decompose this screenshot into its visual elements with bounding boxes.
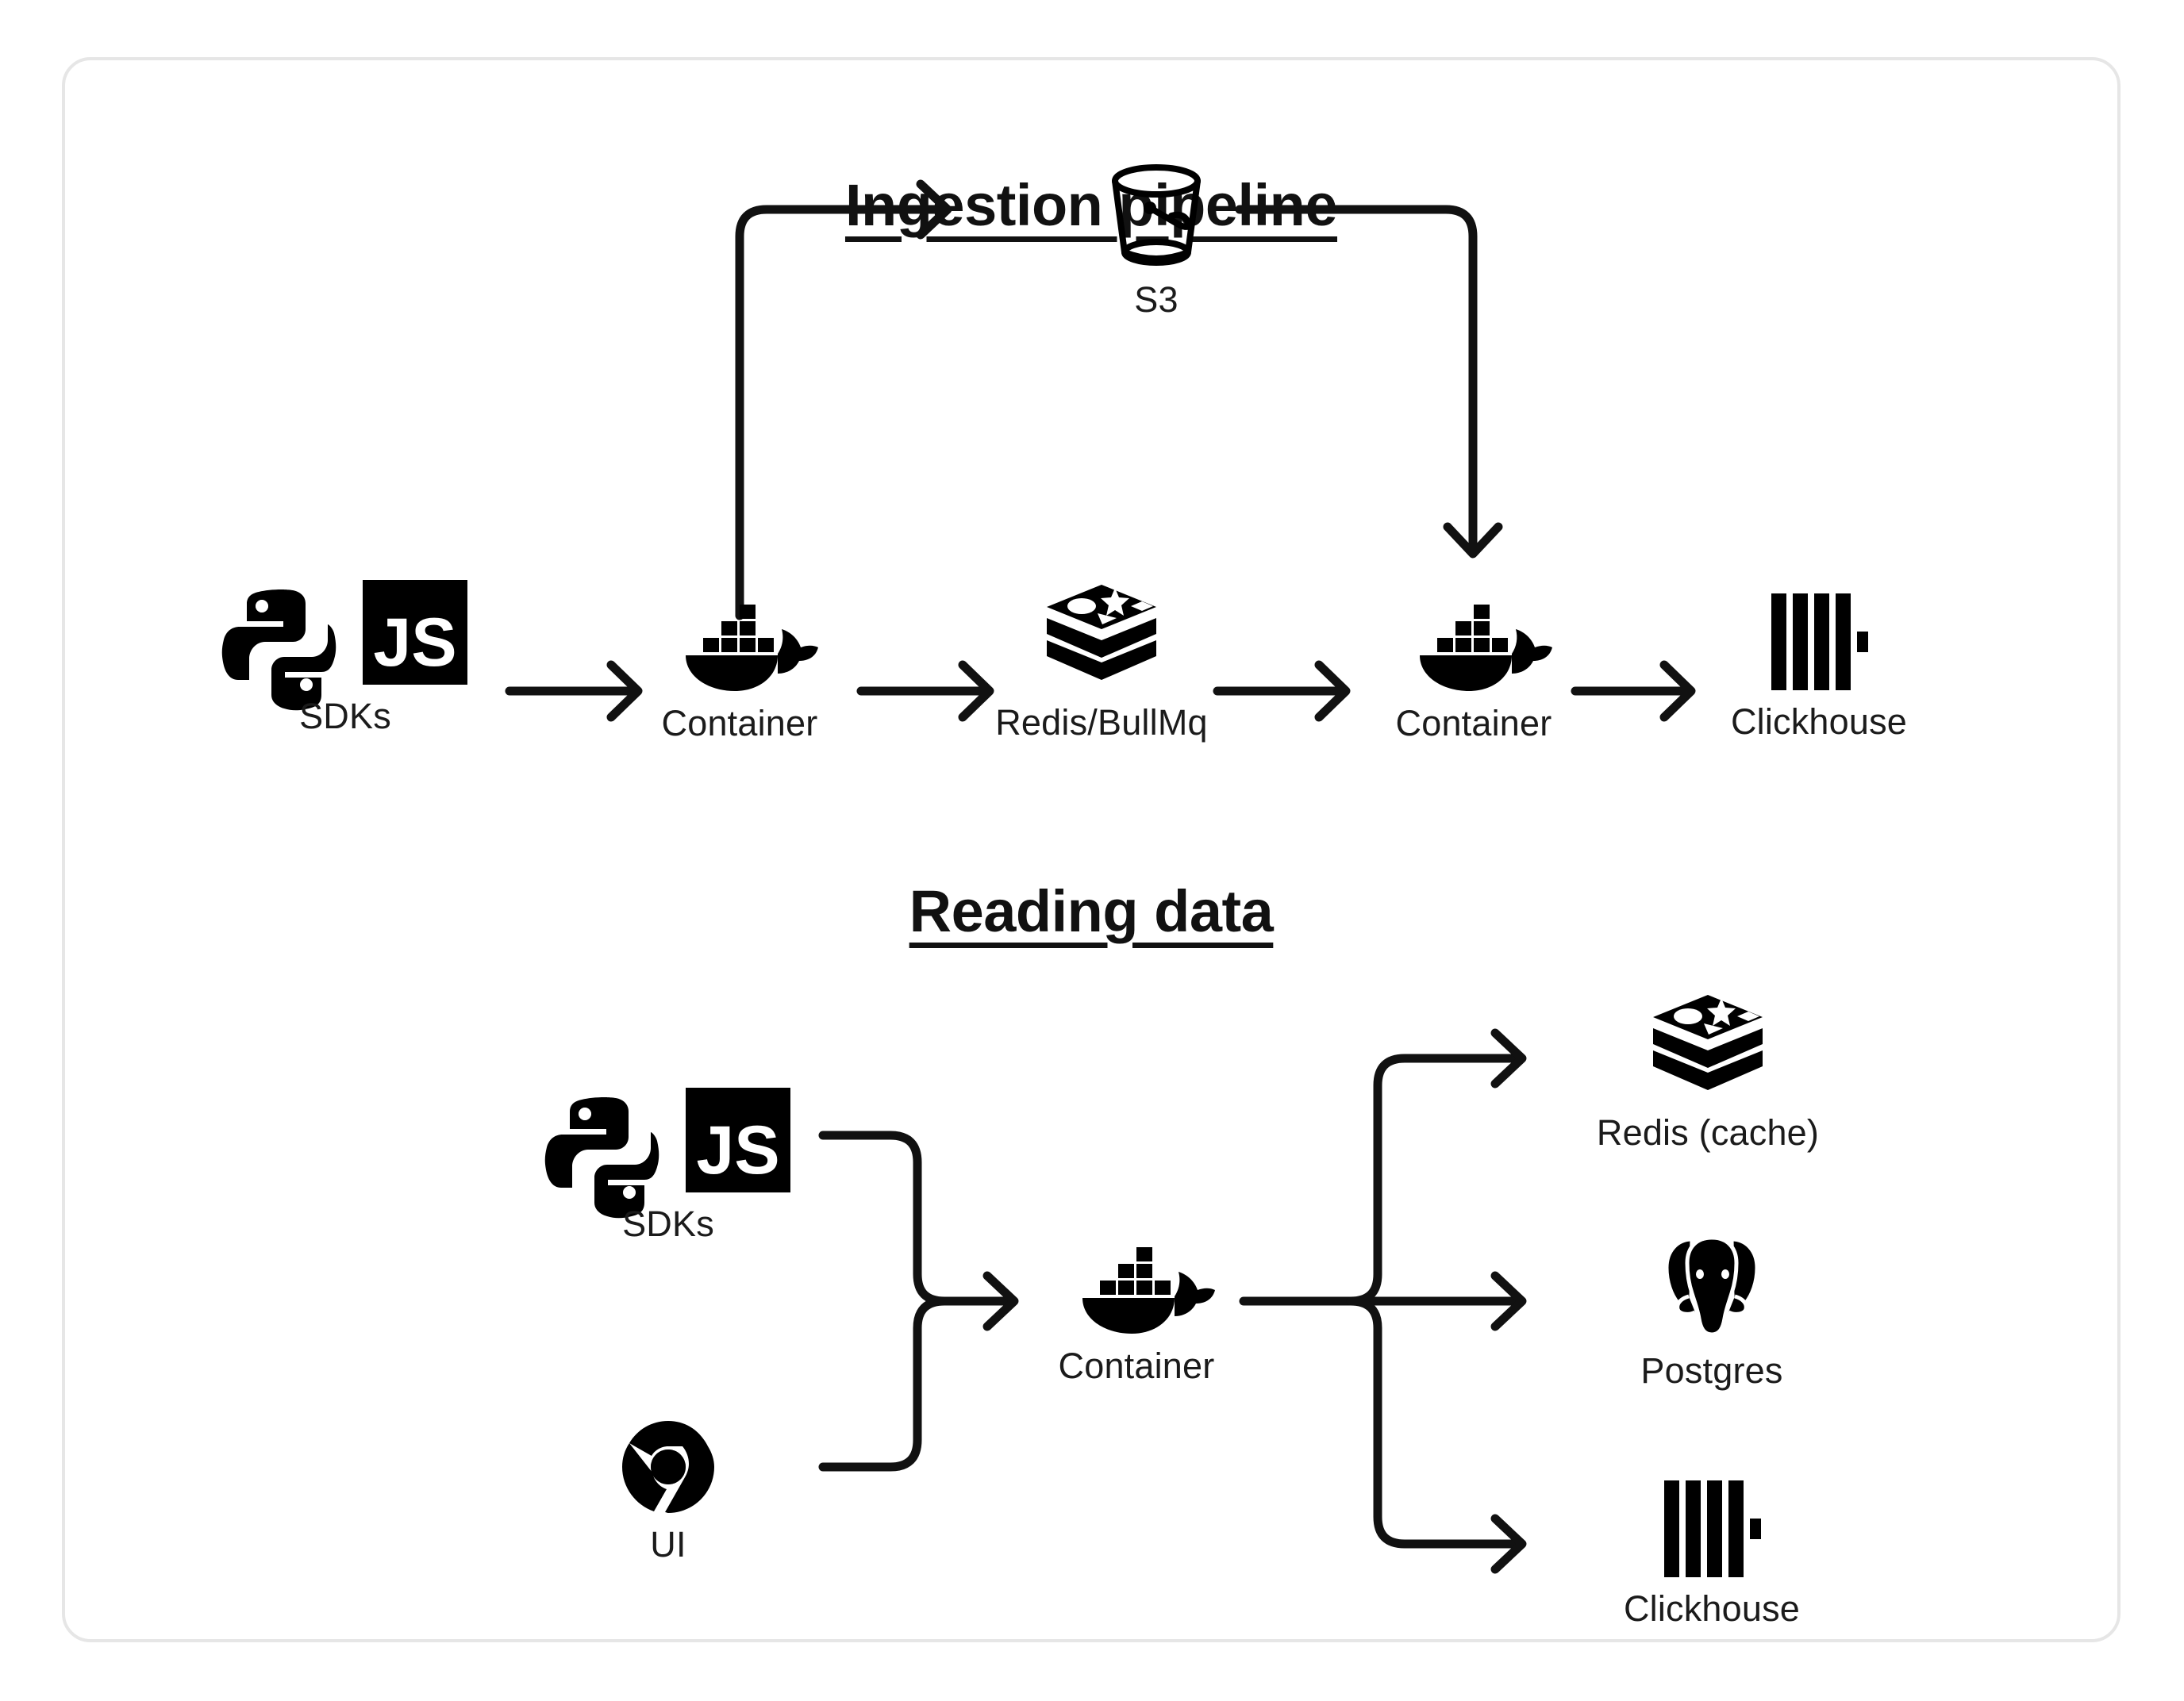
clickhouse-bars-icon <box>1768 593 1870 690</box>
section-title-reading: Reading data <box>909 878 1274 944</box>
node-container-ingest-1[interactable]: Container <box>621 600 859 744</box>
node-label: UI <box>650 1524 686 1565</box>
node-label: Container <box>661 703 818 743</box>
svg-text:JS: JS <box>373 605 456 681</box>
node-container-ingest-2[interactable]: Container <box>1355 600 1593 744</box>
node-label: Clickhouse <box>1623 1588 1801 1629</box>
redis-stack-icon <box>1648 990 1767 1101</box>
node-s3[interactable]: S3 <box>1069 163 1244 321</box>
node-label: Postgres <box>1640 1350 1783 1391</box>
diagram-card: Ingestion pipeline <box>62 57 2121 1642</box>
python-js-sdk-icon: JS <box>221 580 469 711</box>
postgres-elephant-icon <box>1660 1233 1763 1339</box>
node-label: Container <box>1395 703 1552 743</box>
node-label: Container <box>1058 1346 1215 1386</box>
node-container-read[interactable]: Container <box>1017 1242 1255 1387</box>
docker-whale-icon <box>1404 600 1552 692</box>
clickhouse-bars-icon <box>1661 1480 1763 1577</box>
docker-whale-icon <box>1067 1242 1215 1334</box>
node-postgres[interactable]: Postgres <box>1593 1233 1831 1392</box>
node-label: SDKs <box>622 1204 714 1244</box>
svg-text:JS: JS <box>696 1112 779 1188</box>
node-ui[interactable]: UI <box>589 1421 748 1565</box>
node-label: SDKs <box>299 696 391 736</box>
bucket-icon <box>1105 163 1208 268</box>
node-sdks-ingest[interactable]: JS SDKs <box>210 580 480 737</box>
node-clickhouse-ingest[interactable]: Clickhouse <box>1700 593 1938 743</box>
node-redis-bullmq[interactable]: Redis/BullMq <box>978 580 1225 743</box>
node-redis-cache[interactable]: Redis (cache) <box>1549 990 1867 1154</box>
redis-stack-icon <box>1042 580 1161 691</box>
node-label: Clickhouse <box>1730 701 1908 742</box>
docker-whale-icon <box>670 600 818 692</box>
node-label: S3 <box>1134 279 1179 320</box>
node-label: Redis/BullMq <box>995 702 1208 743</box>
node-label: Redis (cache) <box>1596 1112 1820 1153</box>
node-sdks-read[interactable]: JS SDKs <box>533 1088 803 1245</box>
chrome-icon <box>622 1421 714 1513</box>
node-clickhouse-read[interactable]: Clickhouse <box>1593 1480 1831 1630</box>
python-js-sdk-icon: JS <box>544 1088 792 1219</box>
